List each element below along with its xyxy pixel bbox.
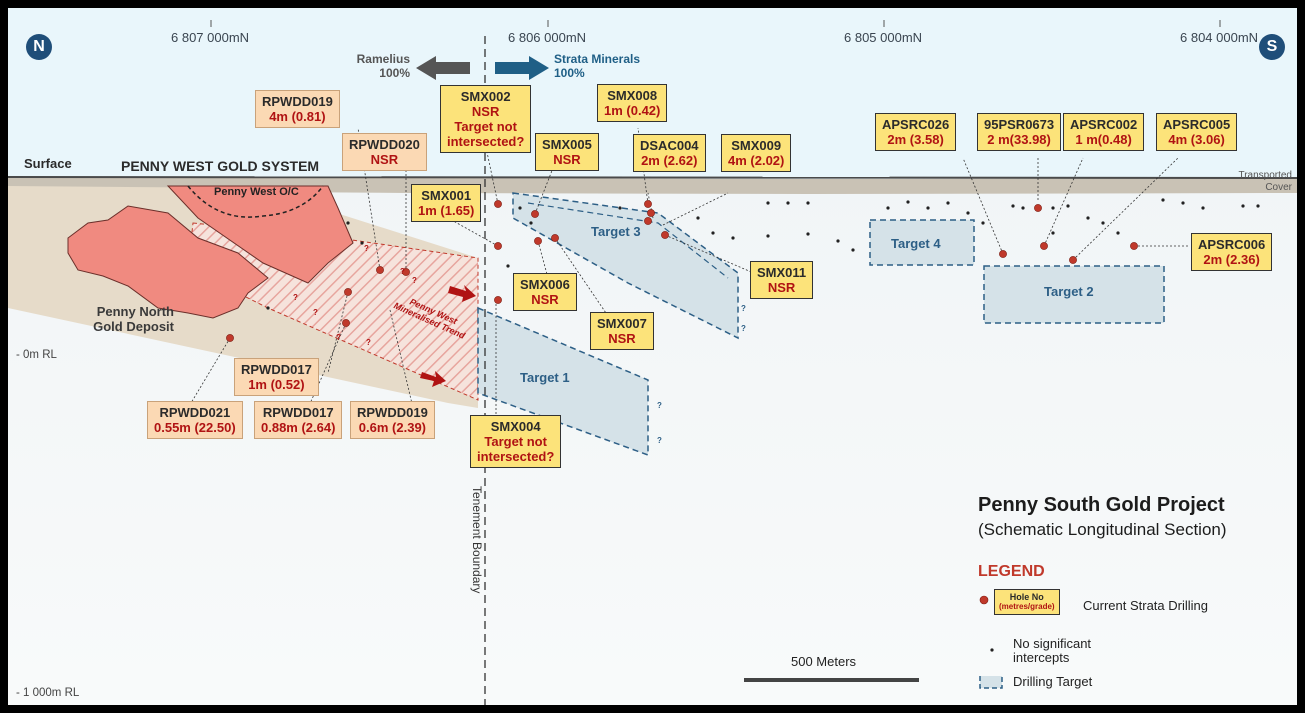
uncertainty-mark: ? (741, 304, 746, 313)
penny-north-deposit (67, 205, 269, 319)
legend-nsi-line: No significant (1013, 636, 1092, 651)
legend-nsi-line: intercepts (1013, 650, 1070, 665)
scale-bar-line (744, 678, 919, 682)
uncertainty-mark: ? (336, 333, 341, 342)
strata-ownership: Strata Minerals 100% (554, 52, 640, 80)
target-4-label: Target 4 (891, 236, 941, 251)
legend-heading: LEGEND (978, 563, 1045, 580)
target-2-shape (983, 265, 1165, 324)
uncertainty-mark: ? (400, 267, 405, 276)
target-3-shape (512, 192, 739, 340)
open-cut-label: Penny West O/C (214, 186, 299, 198)
strata-pct: 100% (554, 66, 585, 80)
uncertainty-mark: ? (741, 324, 746, 333)
deposit-label-line: Gold Deposit (93, 319, 174, 334)
legend-nsi: No significant intercepts (1013, 637, 1091, 665)
legend-key-box: Hole No(metres/grade) (994, 589, 1060, 615)
current-drill-holes (226, 200, 1138, 342)
section-graphics (8, 20, 1297, 705)
mineralised-trend (187, 222, 479, 401)
section-canvas: N S 6 807 000mN 6 806 000mN 6 805 000mN … (8, 8, 1297, 705)
figure-title: Penny South Gold Project (978, 494, 1225, 516)
strata-name: Strata Minerals (554, 52, 641, 66)
ramelius-ownership: Ramelius 100% (348, 52, 410, 80)
uncertainty-mark: ? (657, 401, 662, 410)
surface-label: Surface (24, 156, 72, 171)
figure-subtitle: (Schematic Longitudinal Section) (978, 520, 1227, 539)
target-3-inner (527, 202, 729, 279)
target-2-label: Target 2 (1044, 284, 1094, 299)
legend-current-drilling: Current Strata Drilling (1083, 598, 1208, 613)
trend-arrow-upper (448, 285, 476, 302)
transported-cover-line: Transported (1238, 170, 1292, 181)
uncertainty-mark: ? (366, 338, 371, 347)
tenement-boundary-label: Tenement Boundary (470, 486, 484, 594)
rl-zero-label: - 0m RL (16, 349, 57, 361)
legend-drilling-target: Drilling Target (1013, 674, 1093, 689)
strata-arrow (495, 56, 549, 80)
trend-arrow-lower (420, 371, 446, 387)
ramelius-pct: 100% (379, 66, 410, 80)
uncertainty-mark: ? (364, 244, 369, 253)
penny-west-oc-body (166, 185, 354, 284)
uncertainty-mark: ? (313, 308, 318, 317)
transported-cover-band (8, 176, 1297, 194)
uncertainty-mark: ? (657, 436, 662, 445)
northing-label: 6 804 000mN (1180, 30, 1259, 45)
south-indicator: S (1259, 34, 1285, 60)
transported-cover-label: Transported Cover (1208, 170, 1292, 194)
uncertainty-mark: ? (412, 276, 417, 285)
north-indicator: N (26, 34, 52, 60)
uncertainty-mark: ? (293, 293, 298, 302)
ramelius-arrow (416, 56, 470, 80)
open-cut-outline (187, 185, 324, 218)
scale-bar-label: 500 Meters (791, 654, 857, 669)
northing-label: 6 807 000mN (171, 30, 250, 45)
rl-minus1000-label: - 1 000m RL (16, 687, 80, 699)
transported-cover-line: Cover (1265, 182, 1292, 193)
northing-label: 6 805 000mN (844, 30, 923, 45)
deposit-label: Penny North Gold Deposit (68, 304, 174, 334)
target-1-label: Target 1 (520, 370, 570, 385)
system-label: PENNY WEST GOLD SYSTEM (121, 158, 320, 174)
target-3-label: Target 3 (591, 224, 641, 239)
deposit-label-line: Penny North (96, 304, 174, 319)
target-1-shape (477, 306, 649, 457)
ramelius-name: Ramelius (356, 52, 410, 66)
nsi-dots (266, 198, 1260, 310)
target-4-shape (869, 219, 975, 266)
surface-line (8, 176, 1297, 179)
northing-label: 6 806 000mN (508, 30, 587, 45)
